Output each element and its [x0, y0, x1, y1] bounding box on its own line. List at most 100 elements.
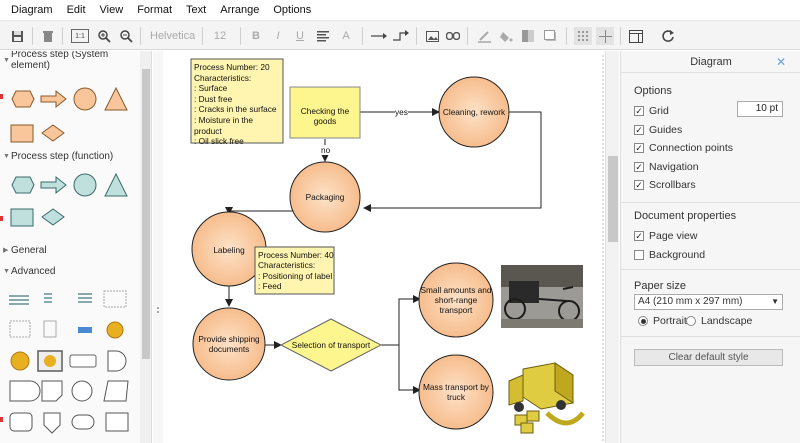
system-element-shapes: [10, 86, 128, 143]
connection-points-checkbox[interactable]: ✓: [634, 143, 644, 153]
bike-cargo-image[interactable]: [501, 265, 583, 328]
menu-diagram[interactable]: Diagram: [11, 4, 53, 16]
panel-title-text: Diagram: [690, 55, 732, 68]
sidebar-section-process-step-system[interactable]: ▼ Process step (System element): [0, 51, 140, 71]
shadow-icon[interactable]: [542, 27, 558, 45]
grid-checkbox[interactable]: ✓: [634, 106, 644, 116]
label-cleaning-rework: Cleaning, rework: [442, 107, 506, 117]
truck-icon[interactable]: [508, 362, 585, 434]
navigation-option[interactable]: ✓ Navigation: [634, 161, 699, 173]
node-packaging[interactable]: [289, 161, 361, 233]
clear-default-style-button[interactable]: Clear default style: [634, 349, 783, 366]
label-line: Mass transport by: [423, 382, 489, 392]
menu-arrange[interactable]: Arrange: [220, 4, 260, 16]
connector-straight-icon[interactable]: [370, 27, 388, 45]
menu-text[interactable]: Text: [186, 4, 207, 16]
gradient-icon[interactable]: [520, 27, 536, 45]
portrait-radio[interactable]: [638, 316, 648, 326]
image-icon[interactable]: [424, 27, 440, 45]
note-line: Process Number: 20: [194, 62, 270, 72]
connection-points-option[interactable]: ✓ Connection points: [634, 142, 733, 154]
menu-edit[interactable]: Edit: [66, 4, 86, 16]
background-option[interactable]: Background: [634, 249, 705, 261]
refresh-icon[interactable]: [660, 27, 676, 45]
sidebar-section-advanced[interactable]: ▼ Advanced: [0, 262, 140, 280]
node-selection-transport[interactable]: [279, 318, 383, 372]
font-size-field[interactable]: 12: [213, 30, 227, 42]
align-icon[interactable]: [316, 27, 330, 45]
sidebar-splitter[interactable]: [153, 51, 163, 443]
favorite-marker: [0, 417, 3, 422]
grid-icon[interactable]: [574, 27, 592, 45]
zoom-in-icon[interactable]: [96, 27, 112, 45]
close-icon[interactable]: ✕: [775, 55, 786, 69]
note-line: : Feed: [258, 280, 282, 291]
menu-format[interactable]: Format: [137, 4, 173, 16]
italic-button[interactable]: I: [276, 30, 280, 42]
guides-option[interactable]: ✓ Guides: [634, 124, 682, 136]
connector-elbow-icon[interactable]: [392, 27, 410, 45]
grid-size-input[interactable]: 10 pt: [737, 101, 783, 117]
canvas-scrollbar[interactable]: [605, 51, 619, 443]
page-view-option[interactable]: ✓ Page view: [634, 230, 697, 242]
line-color-icon[interactable]: [476, 27, 492, 45]
sidebar-section-general[interactable]: ▶ General: [0, 241, 140, 259]
landscape-radio[interactable]: [686, 316, 696, 326]
node-checking-goods[interactable]: [289, 86, 361, 139]
zoom-out-icon[interactable]: [118, 27, 134, 45]
edge-to-mass[interactable]: [398, 345, 421, 394]
node-small-amounts[interactable]: [418, 262, 494, 338]
shape-rect-teal: [10, 208, 34, 227]
grid-option[interactable]: ✓ Grid: [634, 105, 669, 117]
diagram-svg: [190, 55, 604, 443]
edge-rework[interactable]: [363, 111, 542, 212]
navigation-label: Navigation: [649, 161, 699, 173]
node-shipping-documents[interactable]: [192, 307, 266, 381]
portrait-option[interactable]: Portrait: [638, 315, 687, 327]
scrollbars-option[interactable]: ✓ Scrollbars: [634, 179, 696, 191]
fill-color-icon[interactable]: [498, 27, 514, 45]
navigation-checkbox[interactable]: ✓: [634, 162, 644, 172]
sidebar-section-process-step-function[interactable]: ▼ Process step (function): [0, 147, 140, 165]
scrollbars-checkbox[interactable]: ✓: [634, 180, 644, 190]
node-mass-transport[interactable]: [418, 354, 494, 430]
note-process-40[interactable]: [254, 246, 335, 295]
text-color-button[interactable]: A: [342, 30, 350, 42]
sidebar-scroll-thumb[interactable]: [142, 69, 150, 359]
underline-button[interactable]: U: [296, 30, 304, 42]
save-icon[interactable]: [9, 27, 25, 45]
font-family-field[interactable]: Helvetica: [150, 30, 196, 42]
shape-diamond-teal: [41, 208, 65, 226]
shape-arrow-orange: [40, 89, 67, 109]
guides-label: Guides: [649, 124, 683, 136]
background-checkbox[interactable]: [634, 250, 644, 260]
menu-options[interactable]: Options: [273, 4, 312, 16]
bold-button[interactable]: B: [252, 30, 260, 42]
shape-arrow-teal: [40, 175, 67, 195]
document-properties-title: Document properties: [634, 210, 737, 222]
note-process-20[interactable]: [190, 58, 284, 144]
guides-icon[interactable]: [596, 27, 614, 45]
sidebar-scrollbar[interactable]: [140, 51, 151, 443]
shape-circle-orange: [73, 87, 97, 111]
delete-icon[interactable]: [40, 27, 56, 45]
paper-size-select[interactable]: A4 (210 mm x 297 mm) ▼: [634, 294, 783, 310]
canvas-scroll-thumb[interactable]: [608, 156, 618, 242]
label-line: Provide shipping: [198, 334, 260, 344]
node-cleaning-rework[interactable]: [438, 76, 510, 148]
menu-view[interactable]: View: [99, 4, 124, 16]
connection-points-label: Connection points: [649, 142, 734, 154]
landscape-option[interactable]: Landscape: [686, 315, 752, 327]
background-label: Background: [649, 249, 706, 261]
actual-size-icon[interactable]: 1:1: [71, 29, 89, 43]
edge-to-small[interactable]: [381, 295, 421, 346]
link-icon[interactable]: [445, 27, 461, 45]
sidebar-section-label: General: [11, 244, 47, 256]
page-view-checkbox[interactable]: ✓: [634, 231, 644, 241]
guides-checkbox[interactable]: ✓: [634, 125, 644, 135]
diagram-canvas[interactable]: Process Number: 20 Characteristics: : Su…: [163, 51, 605, 443]
note-line: : Positioning of label: [258, 270, 333, 281]
format-panel-icon[interactable]: [628, 27, 644, 45]
paper-size-title: Paper size: [634, 280, 686, 292]
label-line: truck: [447, 392, 465, 402]
